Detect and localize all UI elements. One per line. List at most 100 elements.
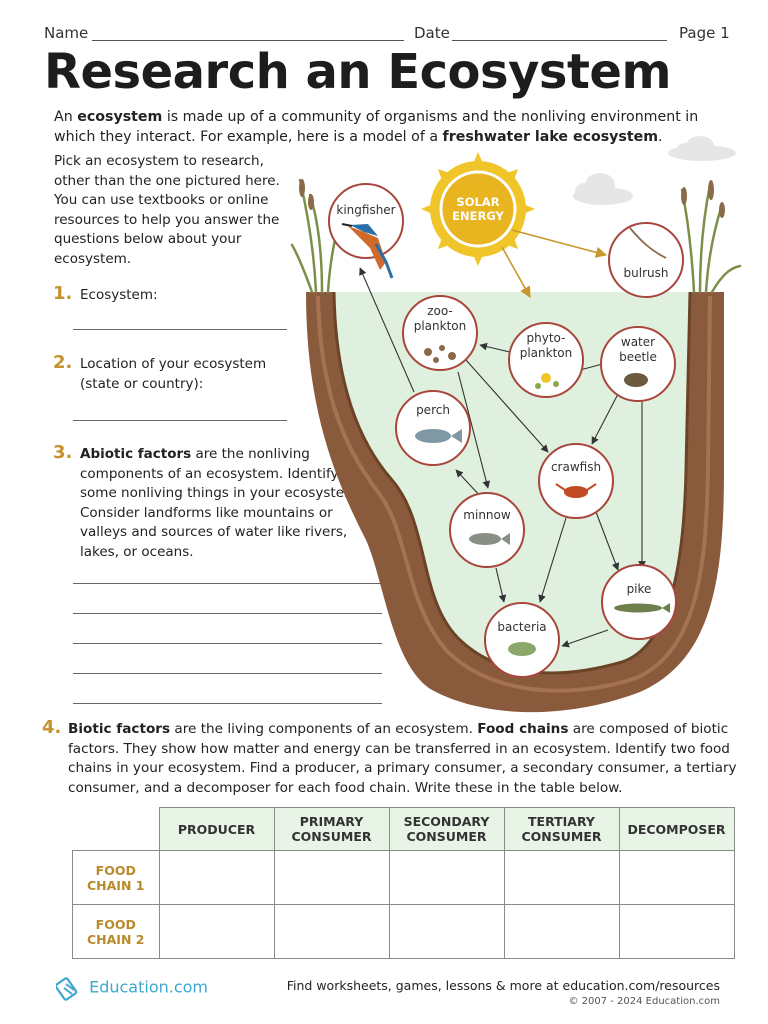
arrow-phyto-zoo <box>479 342 511 353</box>
q2-answer-line[interactable] <box>73 420 287 421</box>
cell-chain1-producer[interactable] <box>158 850 275 905</box>
q1-number: 1. <box>53 283 73 304</box>
header-primary-line1: PRIMARY <box>299 814 364 829</box>
cell-chain2-primary[interactable] <box>273 904 390 959</box>
q3-answer-line-5[interactable] <box>73 703 382 704</box>
cell-chain1-secondary[interactable] <box>388 850 505 905</box>
label-kingfisher: kingfisher <box>336 203 395 217</box>
cell-chain1-primary[interactable] <box>273 850 390 905</box>
pike-fish-icon <box>614 603 670 613</box>
lake-water <box>334 292 690 673</box>
education-logo-text: Education.com <box>89 977 209 997</box>
q4-bold-biotic: Biotic factors <box>68 721 171 737</box>
row1-line2: CHAIN 1 <box>87 877 145 893</box>
q4-text-1: are the living components of an ecosyste… <box>170 721 478 737</box>
arrow-beetle-crawfish <box>591 393 619 445</box>
header-tertiary-line2: CONSUMER <box>521 829 602 844</box>
date-field-line[interactable] <box>452 40 667 41</box>
label-bacteria: bacteria <box>497 620 546 634</box>
label-perch: perch <box>416 403 450 417</box>
page-title: Research an Ecosystem <box>44 44 671 100</box>
header-producer: PRODUCER <box>158 807 275 851</box>
arrow-crawfish-pike <box>595 511 620 571</box>
arrow-perch-kingfisher <box>359 267 415 393</box>
education-logo[interactable]: Education.com <box>54 974 209 1002</box>
node-phytoplankton: phyto- plankton <box>508 322 584 398</box>
q3-answer-line-2[interactable] <box>73 613 382 614</box>
header-secondary-line1: SECONDARY <box>403 814 490 829</box>
label-pike: pike <box>627 582 652 596</box>
row1-line1: FOOD <box>95 862 136 878</box>
node-kingfisher: kingfisher <box>328 183 404 279</box>
q3-answer-line-3[interactable] <box>73 643 382 644</box>
cattail-left-icon <box>299 179 314 210</box>
label-minnow: minnow <box>463 508 511 522</box>
zooplankton-icon <box>424 345 456 363</box>
q1-answer-line[interactable] <box>73 329 287 330</box>
label-crawfish: crawfish <box>551 460 601 474</box>
node-zooplankton: zoo- plankton <box>402 295 478 371</box>
q3-answer-line-4[interactable] <box>73 673 382 674</box>
header-primary-line2: CONSUMER <box>291 829 372 844</box>
cell-chain1-tertiary[interactable] <box>503 850 620 905</box>
footer-resources-link[interactable]: Find worksheets, games, lessons & more a… <box>286 978 720 993</box>
cloud-icon <box>573 173 633 205</box>
arrow-pike-bacteria <box>561 629 609 648</box>
kingfisher-icon <box>341 223 394 279</box>
bulrush-icon <box>629 227 667 259</box>
header-decomposer: DECOMPOSER <box>618 807 735 851</box>
q2-text: Location of your ecosystem (state or cou… <box>80 356 267 392</box>
cell-chain2-decomposer[interactable] <box>618 904 735 959</box>
sun-icon: SOLAR ENERGY <box>421 152 535 266</box>
cell-chain2-tertiary[interactable] <box>503 904 620 959</box>
name-field-line[interactable] <box>92 40 404 41</box>
arrow-crawfish-bacteria <box>538 517 567 603</box>
arrow-minnow-bacteria <box>495 567 507 603</box>
arrow-sun-phytoplankton <box>501 246 531 298</box>
cloud-icon <box>668 136 736 161</box>
label-water-beetle-1: water <box>621 335 655 349</box>
cattail-right-icon <box>681 180 725 218</box>
reed-grass-right-icon <box>680 183 742 294</box>
node-crawfish: crawfish <box>538 443 614 519</box>
intro-bold-lake: freshwater lake ecosystem <box>442 129 659 145</box>
cell-chain2-secondary[interactable] <box>388 904 505 959</box>
date-label: Date <box>414 24 450 42</box>
node-bacteria: bacteria <box>484 602 560 678</box>
q3-body: are the nonliving components of an ecosy… <box>80 446 362 560</box>
label-zooplankton-2: plankton <box>414 319 467 333</box>
crawfish-icon <box>555 483 597 498</box>
page-number: Page 1 <box>679 24 730 42</box>
sun-label-line1: SOLAR <box>456 195 499 209</box>
header-secondary-line2: CONSUMER <box>406 829 487 844</box>
q4-text: Biotic factors are the living components… <box>68 720 738 798</box>
lake-soil <box>306 292 724 713</box>
q3-text: Abiotic factors are the nonliving compon… <box>80 445 370 562</box>
cell-chain2-producer[interactable] <box>158 904 275 959</box>
q4-bold-foodchains: Food chains <box>477 721 569 737</box>
node-perch: perch <box>395 390 471 466</box>
phytoplankton-icon <box>535 373 559 389</box>
lake-ecosystem-diagram: SOLAR ENERGY kingfisher bulrush <box>290 136 742 713</box>
intro-paragraph: An ecosystem is made up of a community o… <box>54 107 734 147</box>
q4-text-2: are composed of biotic factors. They sho… <box>68 721 737 796</box>
node-water-beetle: water beetle <box>600 326 676 402</box>
label-water-beetle-2: beetle <box>619 350 657 364</box>
row2-line1: FOOD <box>95 916 136 932</box>
cell-chain1-decomposer[interactable] <box>618 850 735 905</box>
arrow-zoo-minnow <box>457 371 490 489</box>
intro-text-3: . <box>658 129 663 145</box>
intro-text-1: An <box>54 109 78 125</box>
q4-number: 4. <box>42 717 62 738</box>
pick-instructions: Pick an ecosystem to research, other tha… <box>54 153 280 267</box>
q3-answer-line-1[interactable] <box>73 583 382 584</box>
sun-label-line2: ENERGY <box>452 209 504 223</box>
arrow-zoo-crawfish <box>465 359 549 453</box>
